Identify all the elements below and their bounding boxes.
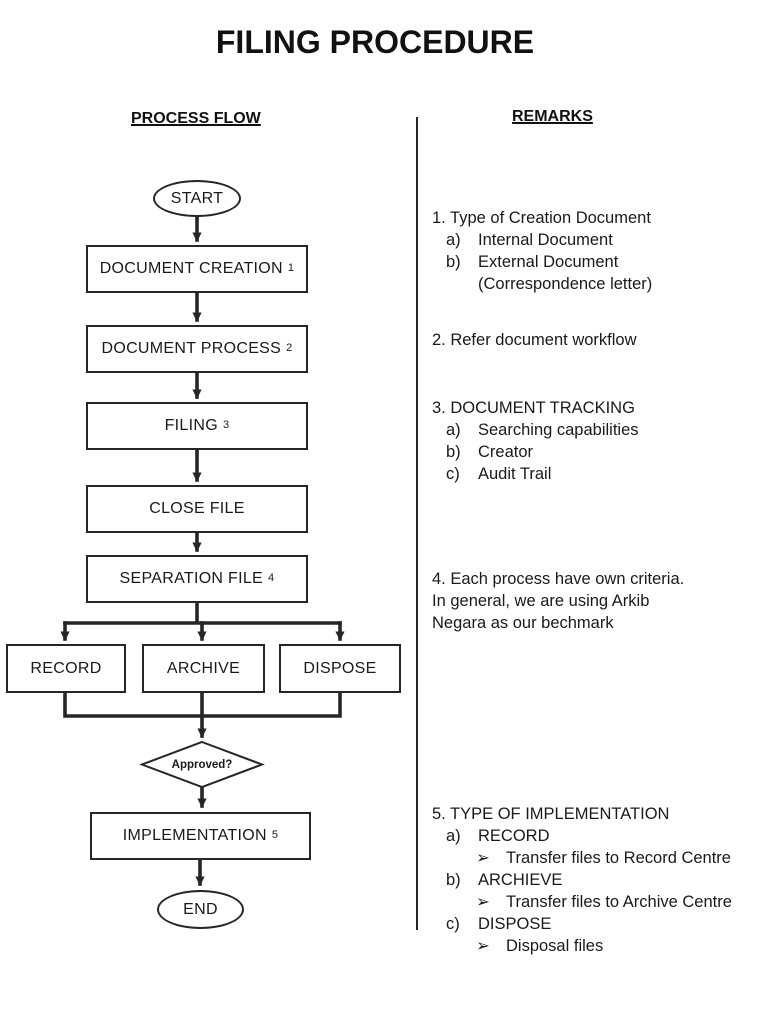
remark-5-line-1: 5. TYPE OF IMPLEMENTATION — [432, 805, 670, 823]
close-file-label: CLOSE FILE — [149, 500, 245, 517]
remark-2-line-1: 2. Refer document workflow — [432, 331, 637, 349]
decision-diamond-shape — [139, 740, 265, 789]
document-creation-node: DOCUMENT CREATION 1 — [86, 245, 308, 293]
remark-1-item-b-cont: (Correspondence letter) — [478, 275, 653, 293]
process-flow-header: PROCESS FLOW — [131, 110, 261, 127]
dispose-label: DISPOSE — [303, 659, 377, 677]
separation-file-label: SEPARATION FILE — [119, 570, 264, 587]
remark-5-item-b-sub: ➢Transfer files to Archive Centre — [476, 893, 732, 911]
remark-5-item-a: a)RECORD — [446, 827, 550, 845]
decision-label: Approved? — [171, 759, 233, 771]
page-title: FILING PROCEDURE — [215, 24, 535, 60]
implementation-node: IMPLEMENTATION 5 — [90, 812, 311, 860]
remark-1: 1. Type of Creation Document a)Internal … — [432, 207, 764, 295]
remark-3-item-c: c)Audit Trail — [446, 465, 552, 483]
remark-4: 4. Each process have own criteria. In ge… — [432, 568, 764, 634]
remark-4-line-3: Negara as our bechmark — [432, 614, 614, 632]
remark-2: 2. Refer document workflow — [432, 329, 764, 351]
remark-5-item-c-sub: ➢Disposal files — [476, 937, 604, 955]
document-creation-label: DOCUMENT CREATION — [99, 260, 283, 277]
arrowhead-bullet-icon: ➢ — [476, 849, 490, 867]
archive-label: ARCHIVE — [166, 659, 241, 677]
remark-5: 5. TYPE OF IMPLEMENTATION a)RECORD ➢Tran… — [432, 803, 764, 957]
column-divider-line — [416, 117, 418, 930]
filing-label: FILING — [164, 417, 218, 434]
end-node: END — [157, 890, 244, 929]
start-node: START — [153, 180, 241, 217]
remark-3-item-b: b)Creator — [446, 443, 534, 461]
start-label: START — [170, 189, 224, 207]
remarks-header: REMARKS — [512, 108, 593, 125]
close-file-node: CLOSE FILE — [86, 485, 308, 533]
remark-5-item-b: b)ARCHIEVE — [446, 871, 563, 889]
remark-1-item-b: b)External Document — [446, 253, 619, 271]
dispose-node: DISPOSE — [279, 644, 401, 693]
remark-3-item-a: a)Searching capabilities — [446, 421, 639, 439]
arrowhead-bullet-icon: ➢ — [476, 937, 490, 955]
separation-file-node: SEPARATION FILE 4 — [86, 555, 308, 603]
implementation-label: IMPLEMENTATION — [122, 827, 267, 844]
remark-4-line-1: 4. Each process have own criteria. — [432, 570, 685, 588]
record-node: RECORD — [6, 644, 126, 693]
remark-5-item-a-sub: ➢Transfer files to Record Centre — [476, 849, 731, 867]
remark-3: 3. DOCUMENT TRACKING a)Searching capabil… — [432, 397, 764, 485]
document-process-label: DOCUMENT PROCESS — [101, 340, 282, 357]
document-process-node: DOCUMENT PROCESS 2 — [86, 325, 308, 373]
filing-node: FILING 3 — [86, 402, 308, 450]
remark-1-item-a: a)Internal Document — [446, 231, 613, 249]
end-label: END — [183, 900, 218, 918]
remark-1-line-1: 1. Type of Creation Document — [432, 209, 651, 227]
remark-3-line-1: 3. DOCUMENT TRACKING — [432, 399, 635, 417]
remark-4-line-2: In general, we are using Arkib — [432, 592, 650, 610]
archive-node: ARCHIVE — [142, 644, 265, 693]
arrowhead-bullet-icon: ➢ — [476, 893, 490, 911]
record-label: RECORD — [30, 659, 102, 677]
remark-5-item-c: c)DISPOSE — [446, 915, 552, 933]
